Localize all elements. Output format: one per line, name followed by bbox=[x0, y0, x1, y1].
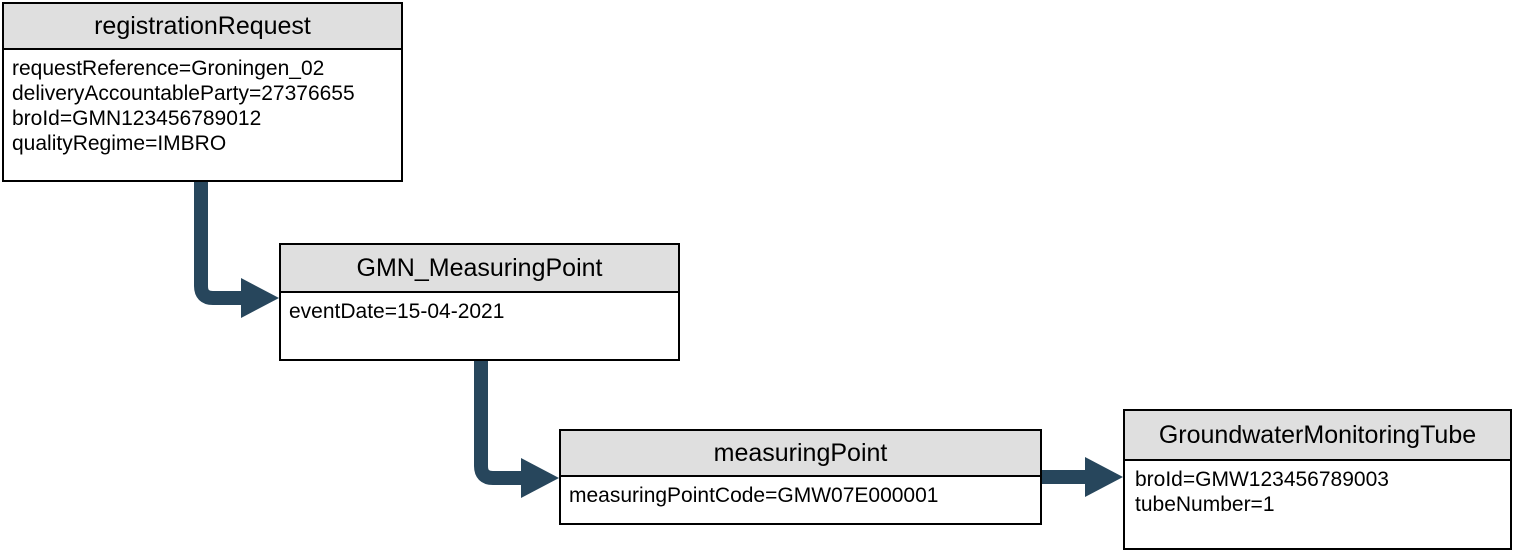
arrowhead-icon bbox=[1085, 457, 1123, 497]
connector-measuringpoint-to-groundwatermonitoringtube bbox=[1042, 457, 1123, 497]
connector-gmnmeasuringpoint-to-measuringpoint bbox=[474, 361, 559, 498]
uml-box-groundwatermonitoringtube[interactable]: GroundwaterMonitoringTube broId=GMW12345… bbox=[1123, 409, 1512, 550]
connector-line bbox=[194, 182, 245, 305]
uml-box-title-measuringpoint: measuringPoint bbox=[561, 431, 1040, 477]
uml-attribute: broId=GMN123456789012 bbox=[12, 107, 262, 130]
uml-box-attributes-measuringpoint: measuringPointCode=GMW07E000001 bbox=[561, 477, 1040, 523]
uml-attribute: measuringPointCode=GMW07E000001 bbox=[569, 484, 939, 507]
uml-attribute: broId=GMW123456789003 bbox=[1135, 468, 1389, 491]
uml-box-title-registrationrequest: registrationRequest bbox=[4, 4, 401, 50]
uml-attribute: eventDate=15-04-2021 bbox=[289, 300, 505, 323]
uml-box-registrationrequest[interactable]: registrationRequest requestReference=Gro… bbox=[2, 2, 403, 182]
uml-attribute: qualityRegime=IMBRO bbox=[12, 132, 227, 155]
connector-registrationrequest-to-gmnmeasuringpoint bbox=[194, 182, 279, 318]
arrowhead-icon bbox=[521, 458, 559, 498]
uml-attribute: tubeNumber=1 bbox=[1135, 493, 1275, 516]
uml-box-attributes-gmnmeasuringpoint: eventDate=15-04-2021 bbox=[281, 293, 678, 359]
uml-box-attributes-groundwatermonitoringtube: broId=GMW123456789003 tubeNumber=1 bbox=[1125, 461, 1510, 548]
uml-attribute: requestReference=Groningen_02 bbox=[12, 57, 325, 80]
uml-box-measuringpoint[interactable]: measuringPoint measuringPointCode=GMW07E… bbox=[559, 429, 1042, 525]
uml-box-title-gmnmeasuringpoint: GMN_MeasuringPoint bbox=[281, 245, 678, 293]
uml-attribute: deliveryAccountableParty=27376655 bbox=[12, 82, 355, 105]
uml-box-attributes-registrationrequest: requestReference=Groningen_02 deliveryAc… bbox=[4, 50, 401, 180]
connector-line bbox=[474, 361, 525, 485]
uml-box-title-groundwatermonitoringtube: GroundwaterMonitoringTube bbox=[1125, 411, 1510, 461]
arrowhead-icon bbox=[241, 278, 279, 318]
uml-box-gmnmeasuringpoint[interactable]: GMN_MeasuringPoint eventDate=15-04-2021 bbox=[279, 243, 680, 361]
